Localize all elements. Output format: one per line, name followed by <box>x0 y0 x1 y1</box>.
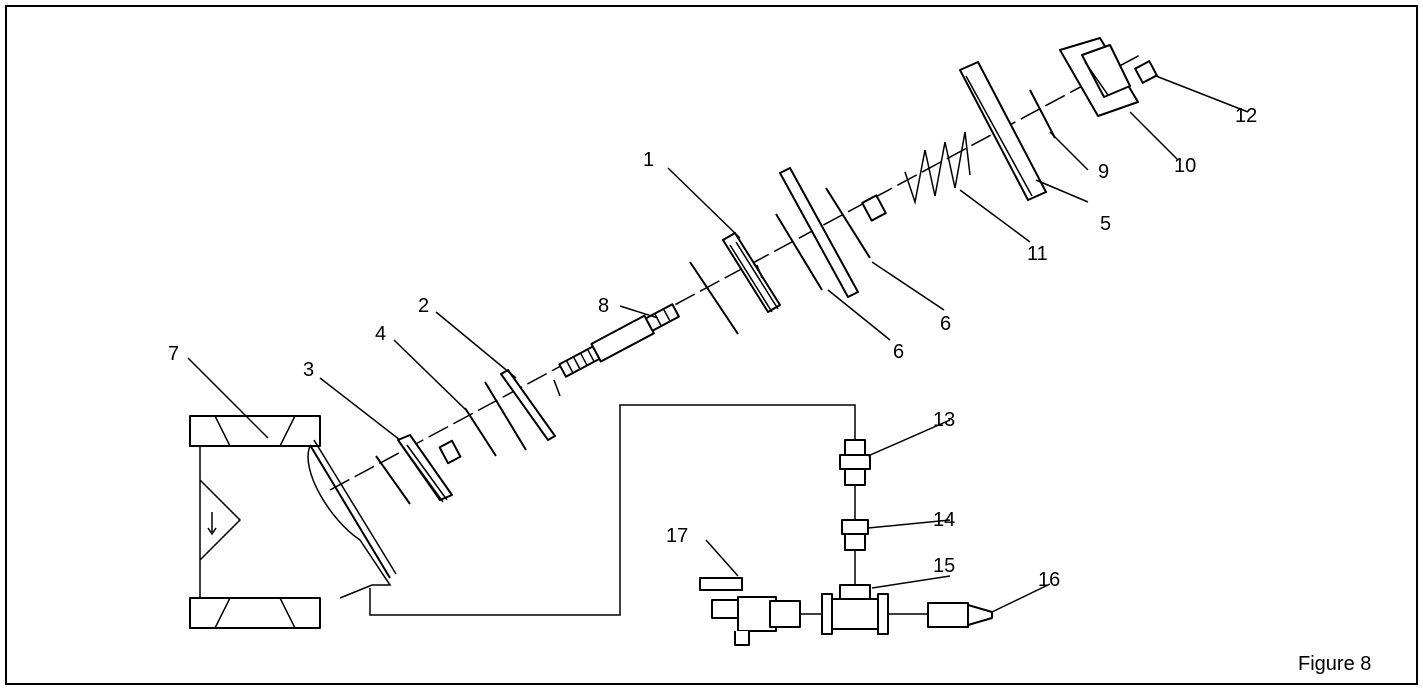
nut-part-4 <box>438 407 497 465</box>
plug-part-12 <box>1134 60 1158 84</box>
spring-part-11 <box>904 131 971 205</box>
callout-16: 16 <box>1038 569 1060 591</box>
callout-12: 12 <box>1235 105 1257 127</box>
fitting-part-16 <box>888 602 993 628</box>
nut-part-14 <box>841 519 869 551</box>
callout-4: 4 <box>375 323 386 345</box>
callout-9: 9 <box>1098 161 1109 183</box>
diaphragm-part-6 <box>775 167 871 298</box>
valve-body-part-7 <box>189 415 397 629</box>
cover-part-5 <box>959 61 1047 201</box>
callout-6b: 6 <box>893 341 904 363</box>
connector-part-13 <box>839 439 871 486</box>
assembly-centerline <box>329 54 1141 491</box>
cap-nut-part-10 <box>1059 37 1139 117</box>
diaphragm-washer-part-2 <box>484 369 561 451</box>
callout-labels: 1 2 3 4 5 6 6 7 8 9 10 11 12 13 14 15 16… <box>168 105 1257 591</box>
oring-part-9 <box>1029 89 1056 139</box>
callout-14: 14 <box>933 509 955 531</box>
callout-6a: 6 <box>940 313 951 335</box>
callout-10: 10 <box>1174 155 1196 177</box>
callout-11: 11 <box>1027 243 1048 265</box>
seat-part-3 <box>375 434 453 505</box>
figure-caption: Figure 8 <box>1298 653 1371 675</box>
callout-1: 1 <box>643 149 654 171</box>
disc-part-1 <box>689 232 781 335</box>
callout-5: 5 <box>1100 213 1111 235</box>
callout-7: 7 <box>168 343 179 365</box>
figure-border <box>5 5 1418 685</box>
pilot-tubing <box>369 404 856 616</box>
callout-15: 15 <box>933 555 955 577</box>
callout-13: 13 <box>933 409 955 431</box>
tee-part-15 <box>821 584 889 635</box>
callout-8: 8 <box>598 295 609 317</box>
callout-3: 3 <box>303 359 314 381</box>
shutoff-valve-part-17 <box>699 577 822 646</box>
stem-part-8 <box>558 303 680 378</box>
leader-lines <box>187 75 1249 613</box>
spring-nut <box>861 194 887 222</box>
callout-17: 17 <box>666 525 688 547</box>
callout-2: 2 <box>418 295 429 317</box>
